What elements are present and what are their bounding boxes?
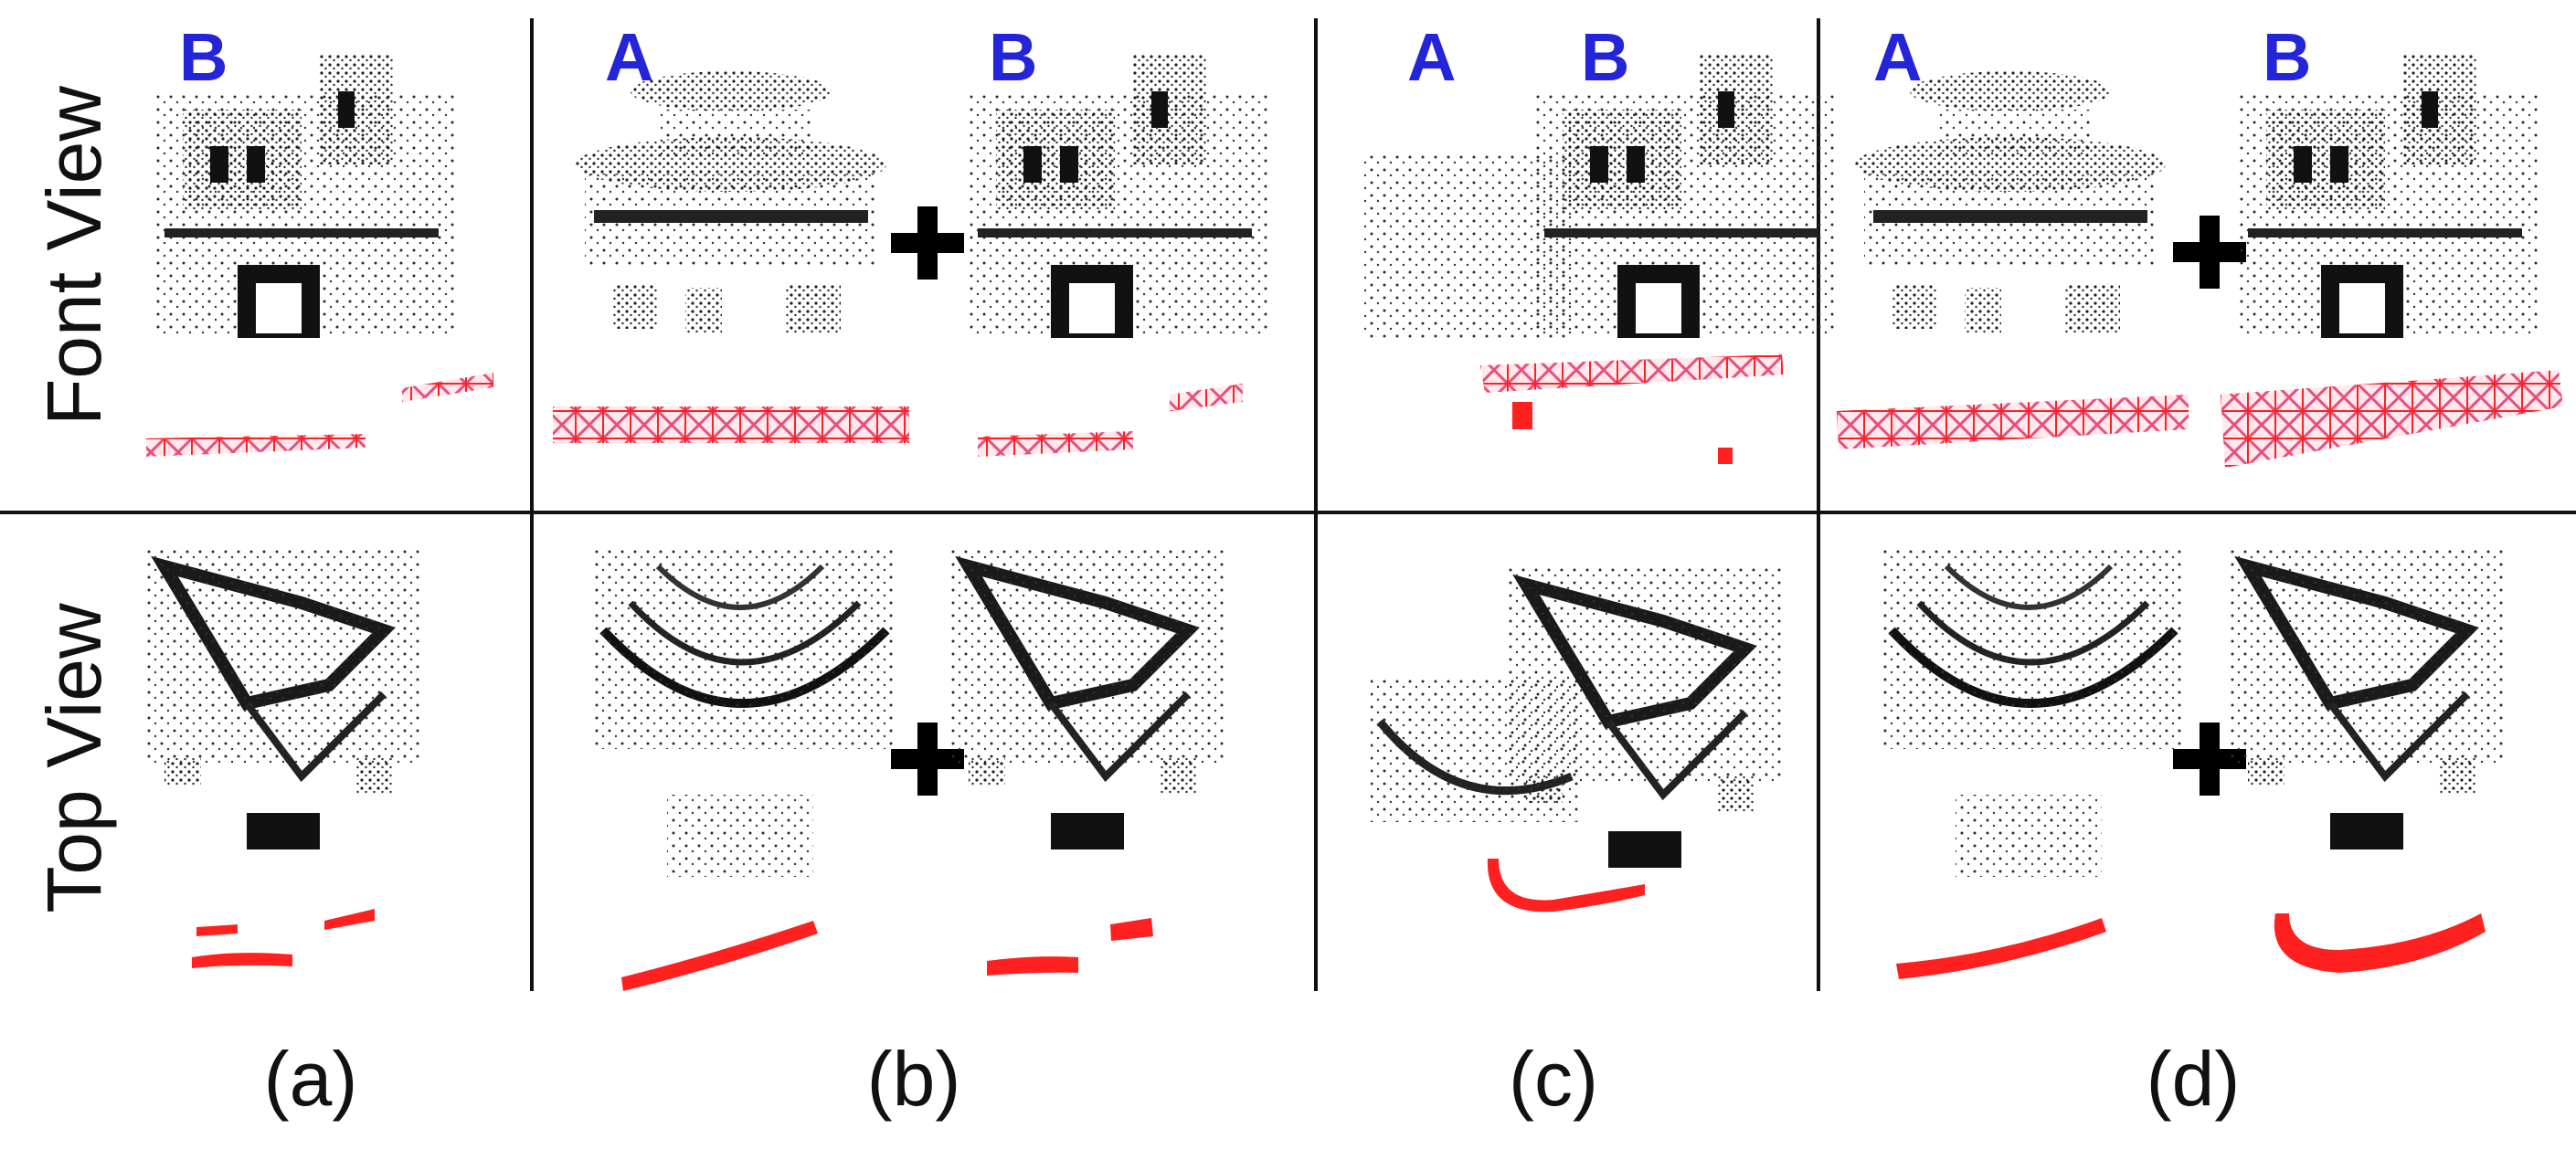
- panel-d-top-a: [1882, 548, 2184, 979]
- row-label-front-view: Font View: [31, 86, 117, 426]
- trajectory: [621, 921, 818, 991]
- caption-b: (b): [867, 1036, 961, 1122]
- panel-b-top-a: [594, 548, 896, 991]
- trajectory: [1837, 395, 2189, 449]
- panel-d-top-b: [2230, 548, 2504, 973]
- trajectory: [402, 373, 493, 402]
- panel-b-front-b: [969, 55, 1270, 457]
- panel-b-top-b: [950, 548, 1224, 976]
- panel-d-front-b: [2221, 55, 2563, 468]
- panel-b-letter-a: A: [605, 19, 653, 95]
- trajectory: [1487, 859, 1645, 913]
- panel-c-front: [1362, 55, 1837, 464]
- caption-c: (c): [1509, 1036, 1598, 1122]
- panel-b-front-a: [553, 71, 909, 443]
- trajectory: [324, 909, 375, 930]
- trajectory: [2221, 370, 2563, 468]
- panel-a-top: [146, 548, 420, 968]
- caption-a: (a): [264, 1036, 358, 1122]
- panel-b-letter-b: B: [989, 19, 1037, 95]
- trajectory: [146, 434, 366, 457]
- panel-d-letter-a: A: [1873, 19, 1922, 95]
- row-label-top-view: Top View: [31, 603, 117, 913]
- trajectory: [192, 953, 292, 968]
- panel-a-front: [146, 55, 493, 457]
- panel-c-letter-b: B: [1581, 19, 1629, 95]
- trajectory: [978, 431, 1133, 457]
- panel-c-top: [1371, 566, 1782, 913]
- panel-d-letter-b: B: [2263, 19, 2311, 95]
- trajectory: [1896, 918, 2106, 979]
- panel-d-front-a: [1837, 71, 2189, 449]
- trajectory: [1718, 448, 1733, 464]
- panel-a-letter-b: B: [179, 19, 228, 95]
- trajectory: [1512, 402, 1532, 429]
- trajectory: [2274, 913, 2486, 973]
- plus-icon: [891, 206, 964, 280]
- trajectory: [196, 924, 238, 936]
- trajectory: [553, 406, 909, 443]
- trajectory: [987, 956, 1078, 976]
- plus-icon: [2173, 723, 2246, 796]
- panel-c-letter-a: A: [1407, 19, 1456, 95]
- trajectory: [1110, 918, 1153, 941]
- trajectory: [1480, 354, 1784, 393]
- plus-icon: [891, 723, 964, 796]
- trajectory: [1170, 384, 1243, 411]
- plus-icon: [2173, 216, 2246, 289]
- caption-d: (d): [2147, 1036, 2241, 1122]
